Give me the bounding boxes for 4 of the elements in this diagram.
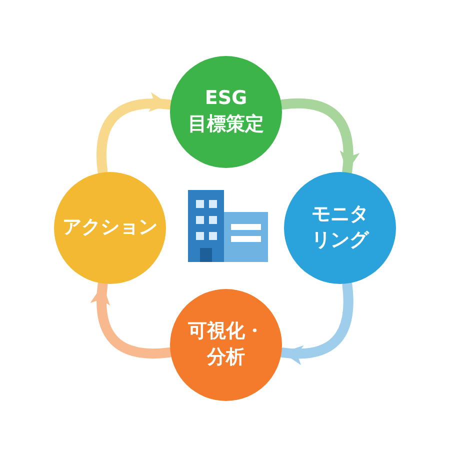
step-label: ESG 目標策定 <box>187 86 265 137</box>
step-label: モニタリング <box>310 202 370 253</box>
step-label: 可視化・分析 <box>187 319 265 370</box>
step-label: アクション <box>62 215 158 240</box>
